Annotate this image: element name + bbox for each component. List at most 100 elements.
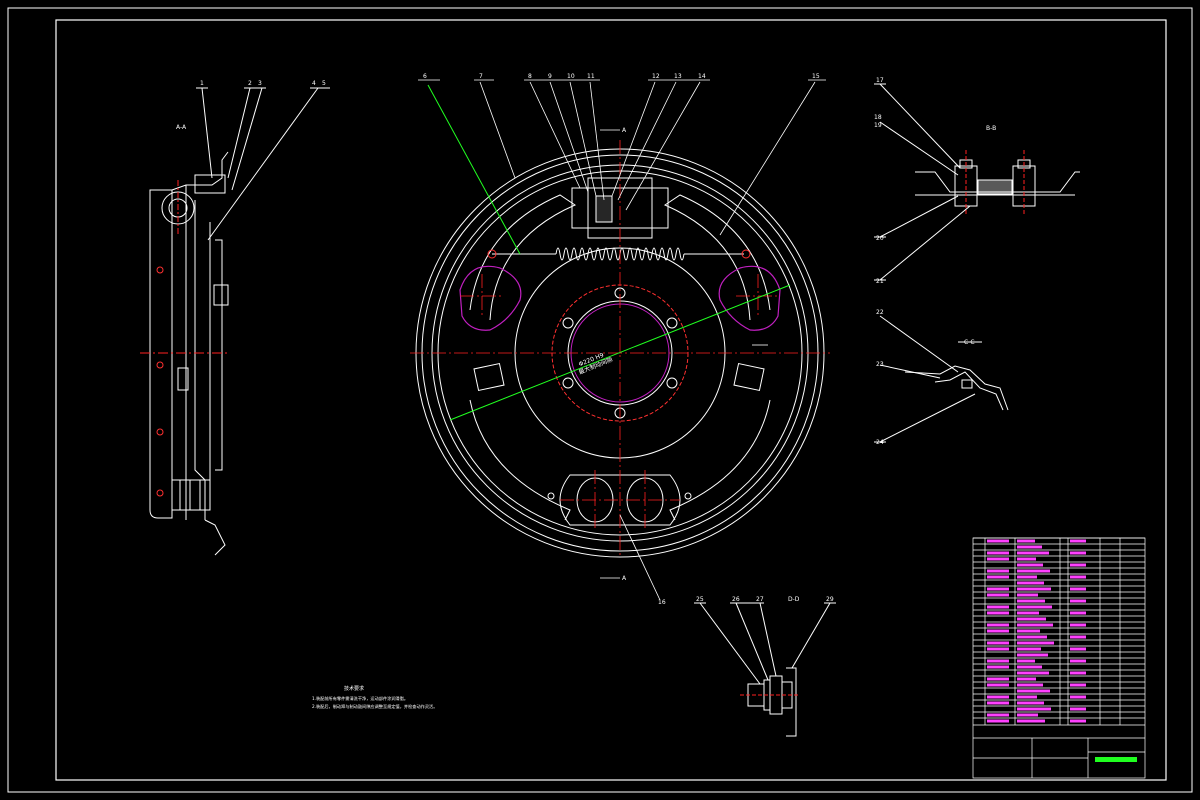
callout-label: 13	[674, 73, 682, 80]
table-row-material	[1070, 683, 1086, 687]
drawing-title-text	[1095, 757, 1137, 762]
table-row-text	[1017, 581, 1044, 585]
callout-label: 14	[698, 73, 706, 80]
table-row-text	[1017, 575, 1037, 579]
table-row-material	[1070, 719, 1086, 723]
center-label: Φ220 H9 最大制动间隙	[577, 352, 613, 376]
table-row-code	[987, 629, 1009, 633]
section-mark-bottom: A	[622, 575, 627, 582]
table-row-material	[1070, 707, 1086, 711]
callout-label: 17	[876, 77, 884, 84]
table-row-text	[1017, 719, 1045, 723]
parts-list-table	[972, 537, 1146, 779]
callout-label: 18	[874, 114, 882, 121]
table-row-code	[987, 659, 1009, 663]
callout-label: 1	[200, 80, 204, 87]
table-row-text	[1017, 653, 1048, 657]
table-row-text	[1017, 701, 1044, 705]
table-row-code	[987, 677, 1009, 681]
center-lines	[410, 140, 830, 555]
table-row-text	[1017, 545, 1042, 549]
bottom-callouts: 25 26 27 D-D 29	[696, 596, 834, 603]
table-row-text	[1017, 677, 1036, 681]
table-row-material	[1070, 611, 1086, 615]
right-mid-detail	[874, 315, 1009, 443]
table-row-material	[1070, 563, 1086, 567]
table-row-code	[987, 551, 1009, 555]
callout-label: 6	[423, 73, 427, 80]
table-row-code	[987, 683, 1009, 687]
callout-label: 15	[812, 73, 820, 80]
table-row-material	[1070, 587, 1086, 591]
table-row-text	[1017, 659, 1035, 663]
bottom-detail	[694, 602, 836, 737]
drawing-frame	[55, 19, 1167, 781]
center-leaders	[418, 79, 826, 601]
bolt-hole	[562, 317, 574, 329]
table-row-code	[987, 569, 1009, 573]
section-mark-right-mid: C-C	[964, 339, 975, 346]
table-row-text	[1017, 587, 1051, 591]
callout-label: 7	[479, 73, 483, 80]
table-row-code	[987, 557, 1009, 561]
table-row-material	[1070, 695, 1086, 699]
table-row-text	[1017, 557, 1036, 561]
callout-label: 19	[874, 122, 882, 129]
table-row-code	[987, 587, 1009, 591]
callout-label: 29	[826, 596, 834, 603]
callout-label: 8	[528, 73, 532, 80]
table-row-code	[987, 605, 1009, 609]
table-row-text	[1017, 641, 1054, 645]
table-row-text	[1017, 611, 1039, 615]
cut-plane-lines	[427, 84, 791, 421]
callout-label: 25	[696, 596, 704, 603]
table-row-text	[1017, 629, 1040, 633]
table-row-text	[1017, 671, 1049, 675]
callout-label: 5	[322, 80, 326, 87]
table-row-text	[1017, 665, 1042, 669]
table-row-code	[987, 647, 1009, 651]
section-mark-left: A-A	[176, 124, 187, 131]
left-section-view	[140, 87, 330, 556]
table-row-text	[1017, 635, 1047, 639]
table-row-text	[1017, 683, 1043, 687]
bolt-hole	[562, 377, 574, 389]
left-callouts: 1 2 3 4 5 A-A	[176, 80, 326, 131]
callout-label: 9	[548, 73, 552, 80]
table-row-material	[1070, 599, 1086, 603]
table-row-code	[987, 641, 1009, 645]
table-row-code	[987, 575, 1009, 579]
callout-label: 12	[652, 73, 660, 80]
table-row-text	[1017, 617, 1046, 621]
parts-table-fills	[987, 539, 1137, 762]
table-row-material	[1070, 635, 1086, 639]
callout-label: 24	[876, 439, 884, 446]
bolt-hole	[666, 317, 678, 329]
table-row-material	[1070, 647, 1086, 651]
callout-label: 27	[756, 596, 764, 603]
table-row-code	[987, 539, 1009, 543]
table-row-text	[1017, 563, 1043, 567]
section-arrows	[600, 129, 768, 579]
table-row-text	[1017, 599, 1045, 603]
table-row-code	[987, 593, 1009, 597]
center-callouts: 6 7 8 9 10 11 12 13 14 15 16 A A	[423, 73, 820, 606]
sheet-border	[7, 7, 1193, 793]
table-row-code	[987, 701, 1009, 705]
table-row-material	[1070, 539, 1086, 543]
table-row-code	[987, 713, 1009, 717]
callout-label: 11	[587, 73, 595, 80]
callout-label: 23	[876, 361, 884, 368]
callout-label: 16	[658, 599, 666, 606]
callout-label: 22	[876, 309, 884, 316]
callout-label: 20	[876, 235, 884, 242]
table-row-text	[1017, 713, 1038, 717]
table-row-code	[987, 611, 1009, 615]
right-top-detail	[874, 83, 1080, 281]
section-mark-bottom-view: D-D	[788, 596, 800, 603]
callout-label: 2	[248, 80, 252, 87]
table-row-text	[1017, 689, 1050, 693]
table-row-text	[1017, 569, 1050, 573]
table-row-text	[1017, 623, 1053, 627]
